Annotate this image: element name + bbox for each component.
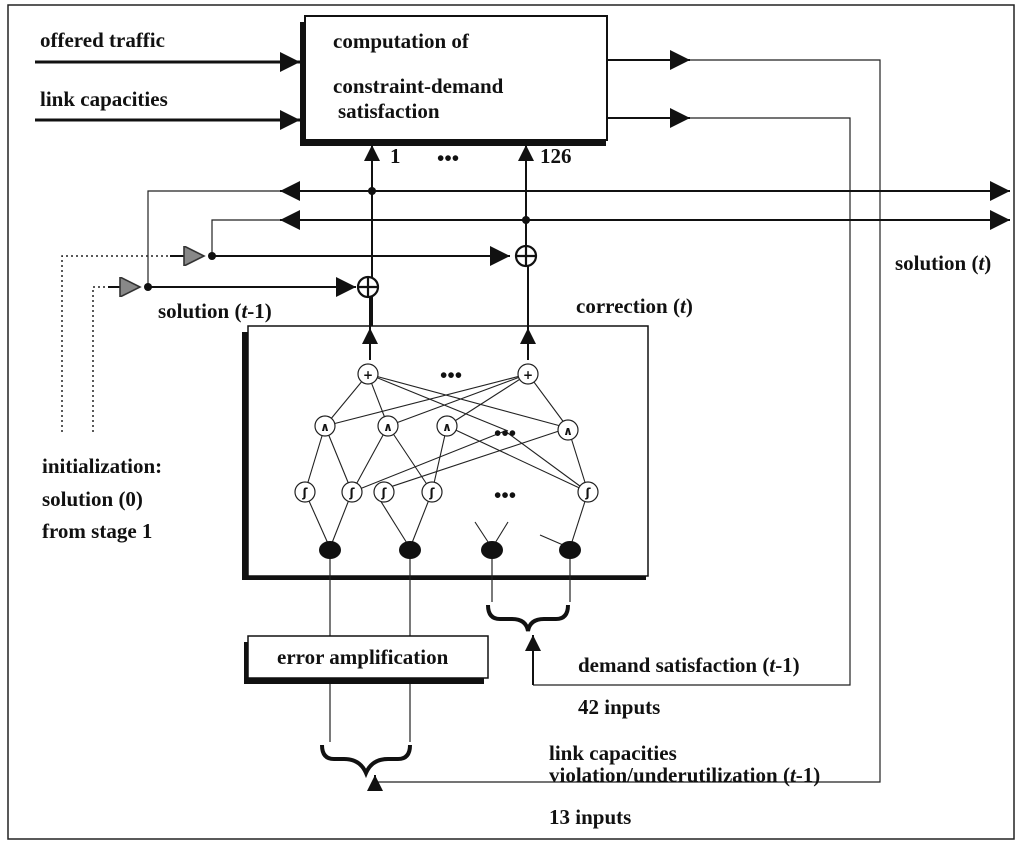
init-label-line2: solution (0) (42, 487, 143, 511)
network-box-shadow (242, 332, 250, 580)
correction-label: correction (t) (576, 294, 693, 318)
svg-text:∧: ∧ (442, 420, 452, 434)
adder-node-126 (514, 244, 538, 268)
computation-label-line1: computation of (333, 29, 470, 53)
svg-text:∧: ∧ (383, 420, 393, 434)
svg-text:∧: ∧ (320, 420, 330, 434)
solution-tm1-label: solution (t-1) (158, 299, 272, 323)
input-node-3 (481, 541, 503, 559)
min-node-2: ∧ (377, 415, 399, 437)
init-label-line1: initialization: (42, 454, 162, 478)
svg-text:+: + (363, 368, 373, 382)
computation-label-line2: constraint-demand (333, 74, 504, 98)
network-connections (304, 373, 589, 549)
brace-demand-inputs (486, 604, 570, 632)
svg-text:∧: ∧ (563, 424, 573, 438)
min-node-1: ∧ (314, 415, 336, 437)
link-capacities-input-label: link capacities (40, 87, 168, 111)
init-dotted-line-inner (92, 286, 110, 432)
min-node-ellipsis: ••• (494, 421, 516, 445)
output-line-top (375, 59, 881, 783)
input-node-1 (319, 541, 341, 559)
init-dotted-line-outer (61, 255, 172, 432)
svg-text:+: + (523, 368, 533, 382)
index-last: 126 (540, 144, 572, 168)
error-amp-label: error amplification (277, 645, 449, 669)
offered-traffic-label: offered traffic (40, 28, 165, 52)
link-capacities-label-line1: link capacities (549, 741, 677, 765)
link-capacities-label-line2: violation/underutilization (t-1) (549, 763, 820, 787)
junction-upper (368, 187, 376, 195)
index-first: 1 (390, 144, 401, 168)
sigmoid-node-3: ʃ (373, 481, 395, 503)
network-sum-node-126: + (517, 363, 539, 385)
network-sum-node-1: + (357, 363, 379, 385)
sigmoid-node-ellipsis: ••• (494, 483, 516, 507)
demand-satisfaction-label: demand satisfaction (t-1) (578, 653, 800, 677)
junction-tm1-126 (208, 252, 216, 260)
sigmoid-node-4: ʃ (421, 481, 443, 503)
computation-box (304, 15, 608, 141)
network-box (247, 325, 649, 577)
sigmoid-node-2: ʃ (341, 481, 363, 503)
output-line-bottom (533, 117, 851, 686)
feedback-loop-inner (211, 219, 280, 256)
input-node-2 (399, 541, 421, 559)
input-node-4 (559, 541, 581, 559)
sigmoid-node-1: ʃ (294, 481, 316, 503)
svg-text:ʃ: ʃ (349, 486, 356, 500)
sigmoid-node-5: ʃ (577, 481, 599, 503)
adder-node-1 (356, 275, 380, 299)
solution-t-label: solution (t) (895, 251, 991, 275)
junction-lower (522, 216, 530, 224)
svg-text:ʃ: ʃ (302, 486, 309, 500)
brace-link-inputs (320, 744, 412, 779)
index-ellipsis: ••• (437, 146, 459, 170)
min-node-3: ∧ (436, 415, 458, 437)
svg-text:ʃ: ʃ (381, 486, 388, 500)
feedback-loop-outer (147, 190, 280, 287)
min-node-4: ∧ (557, 419, 579, 441)
svg-text:ʃ: ʃ (585, 486, 592, 500)
init-label-line3: from stage 1 (42, 519, 152, 543)
network-sum-ellipsis: ••• (440, 363, 462, 387)
svg-text:ʃ: ʃ (429, 486, 436, 500)
junction-tm1-1 (144, 283, 152, 291)
error-amp-box (247, 635, 489, 679)
computation-label-line3: satisfaction (338, 99, 440, 123)
outer-frame (7, 4, 1015, 840)
inputs-13-label: 13 inputs (549, 805, 631, 829)
inputs-42-label: 42 inputs (578, 695, 660, 719)
